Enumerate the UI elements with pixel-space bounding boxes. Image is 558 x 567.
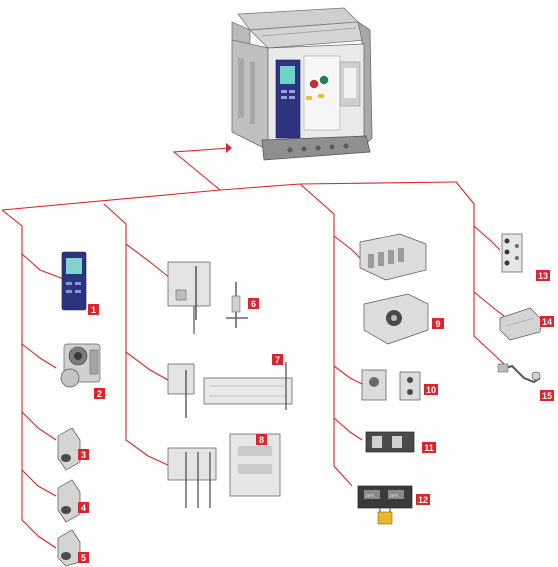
badge-number: 9 [435, 319, 440, 329]
padlock-label-right: OFF [390, 493, 399, 498]
badge-number: 8 [259, 435, 264, 445]
badge: 3 [78, 449, 89, 460]
badge-number: 10 [426, 385, 436, 395]
padlock-icon: OFF OFF [358, 486, 412, 524]
badge-number: 1 [91, 305, 96, 315]
auxiliary-contact-block-icon [364, 294, 428, 344]
release-coil-icon [58, 428, 80, 470]
cable-interlock-icon [168, 362, 292, 418]
badge: 12 [416, 494, 430, 505]
badge-number: 2 [97, 389, 102, 399]
off-button-icon [310, 80, 318, 88]
badge: 10 [424, 384, 438, 395]
padlock-label-left: OFF [366, 493, 375, 498]
release-coil-icon [58, 480, 80, 522]
trip-unit-icon [62, 252, 86, 310]
badge-number: 3 [81, 450, 86, 460]
badge-number: 15 [542, 391, 552, 401]
badge-number: 6 [251, 299, 256, 309]
badge: 7 [272, 354, 283, 365]
motor-operator-icon [61, 344, 100, 387]
badge: 13 [536, 270, 550, 281]
on-button-icon [320, 76, 328, 84]
badge-number: 7 [275, 355, 280, 365]
main-breaker [232, 8, 372, 160]
badge-number: 12 [418, 495, 428, 505]
badge: 1 [88, 304, 99, 315]
badge: 2 [94, 388, 105, 399]
release-coil-icon [58, 530, 80, 566]
door-frame-icon [500, 308, 542, 340]
badge: 6 [248, 298, 259, 309]
badge: 5 [78, 552, 89, 563]
badge-number: 4 [81, 503, 86, 513]
arrow-head-icon [226, 143, 232, 153]
badge-number: 5 [81, 553, 86, 563]
lifting-hook-icon [498, 364, 540, 382]
badge: 4 [78, 502, 89, 513]
auxiliary-contact-block-icon [360, 234, 426, 280]
mechanical-interlock-icon [168, 262, 248, 334]
badge: 14 [540, 316, 554, 327]
key-lock-icon [366, 432, 414, 452]
terminal-plate-icon [502, 234, 522, 272]
three-way-interlock-icon [168, 434, 280, 508]
position-switch-icon [362, 370, 420, 400]
badge: 15 [540, 390, 554, 401]
badge: 11 [422, 442, 436, 453]
badge-number: 11 [424, 443, 434, 453]
badge: 9 [432, 318, 444, 329]
badge-number: 14 [542, 317, 552, 327]
badge-number: 13 [538, 271, 548, 281]
badge: 8 [256, 434, 267, 445]
